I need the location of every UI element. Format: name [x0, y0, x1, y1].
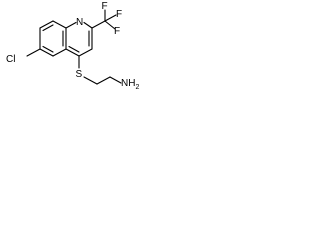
- bond: [39, 20, 54, 29]
- bond-c-f: [104, 20, 116, 30]
- bond: [52, 48, 67, 57]
- atom-label-chlorine: Cl: [6, 54, 15, 65]
- molecule-structure: F F F N Cl S NH2: [6, 1, 139, 91]
- pyridine-ring: [65, 21, 93, 57]
- double-bond-inner: [42, 24, 54, 32]
- atom-label-fluorine: F: [114, 26, 120, 37]
- atom-label-fluorine: F: [116, 9, 122, 20]
- bond-c-cl: [26, 48, 41, 57]
- atom-label-fluorine: F: [102, 1, 108, 12]
- atom-label-amine: NH2: [121, 78, 139, 91]
- bond: [65, 21, 77, 29]
- bond-c-cf3: [91, 20, 106, 29]
- atom-label-nitrogen: N: [76, 17, 83, 28]
- aminoethylthio-chain: [78, 55, 122, 85]
- bond: [65, 48, 80, 57]
- double-bond-inner: [42, 45, 54, 53]
- bond-s-c: [83, 76, 98, 85]
- double-bond-inner: [68, 45, 80, 53]
- atom-label-sulfur: S: [76, 69, 83, 80]
- trifluoromethyl-group: [91, 9, 117, 30]
- bond-c-c: [96, 76, 111, 85]
- bond-c-f: [104, 14, 117, 22]
- bond: [52, 20, 67, 29]
- amine-subscript: 2: [135, 84, 139, 91]
- bond: [39, 48, 54, 57]
- bond: [78, 48, 93, 57]
- bond: [83, 21, 93, 29]
- benzo-ring: [39, 20, 67, 57]
- amine-nh-text: NH: [121, 78, 135, 89]
- bond-c-n: [109, 76, 122, 84]
